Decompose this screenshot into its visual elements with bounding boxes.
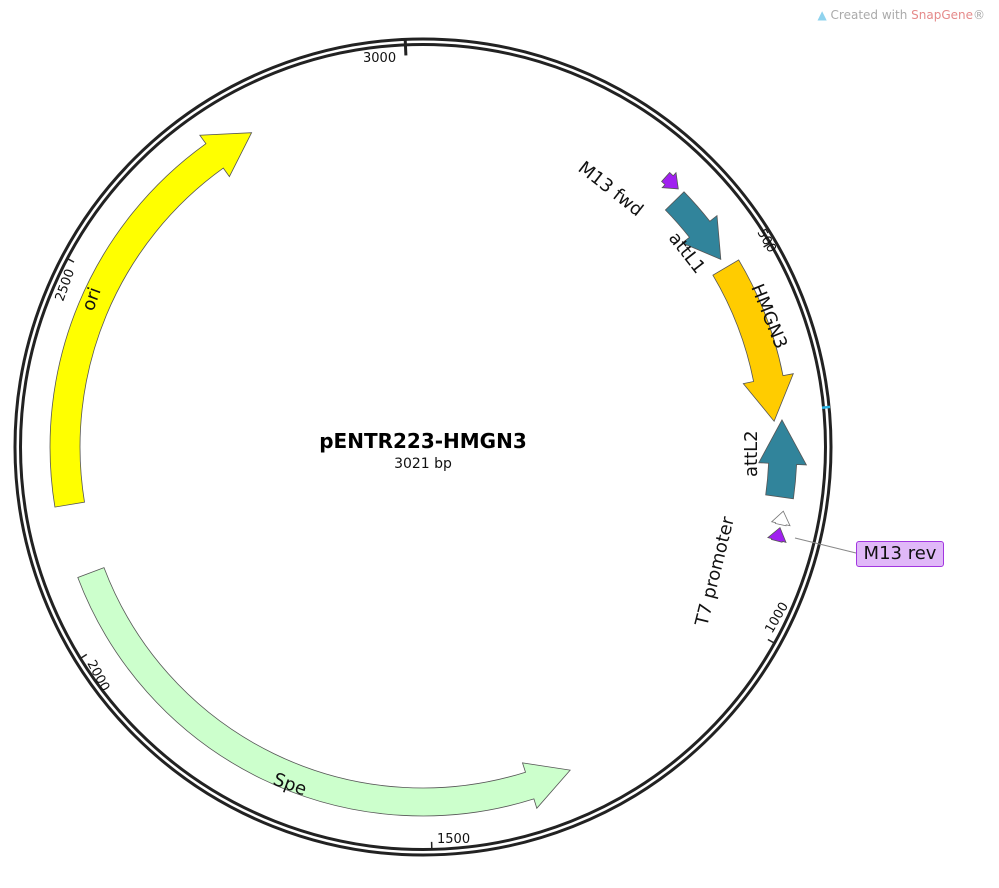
label-attl2[interactable]: attL2 — [741, 430, 762, 477]
plasmid-length: 3021 bp — [394, 456, 452, 472]
credit-prefix: Created with — [830, 8, 912, 22]
feature-spe[interactable] — [77, 567, 571, 817]
feature-m13-rev[interactable] — [767, 526, 787, 543]
feature-hmgn3[interactable] — [712, 259, 794, 422]
tick-label-2000: 2000 — [83, 658, 112, 694]
plasmid-name: pENTR223-HMGN3 — [319, 429, 527, 453]
feature-t7-promoter[interactable] — [770, 510, 791, 527]
plasmid-backbone — [13, 37, 833, 857]
tick-label-1500: 1500 — [437, 832, 470, 847]
backbone-inner-strand — [19, 43, 827, 851]
credit-suffix: ® — [973, 8, 985, 22]
m13-rev-leader-line — [794, 537, 857, 554]
tick-2500 — [67, 258, 75, 263]
site-marker — [821, 405, 831, 409]
tick-label-2500: 2500 — [53, 267, 78, 303]
tick-3000 — [403, 39, 408, 56]
tick-2000 — [80, 653, 88, 659]
label-t7-promoter[interactable]: T7 promoter — [691, 514, 739, 629]
snapgene-credit: ▲ Created with SnapGene® — [818, 8, 986, 22]
label-m13-rev[interactable]: M13 rev — [856, 541, 944, 567]
feature-ori[interactable] — [49, 132, 253, 508]
tick-marks — [67, 39, 831, 849]
feature-attl1[interactable] — [664, 191, 722, 261]
leaf-icon: ▲ — [817, 8, 831, 22]
tick-label-3000: 3000 — [363, 51, 396, 66]
label-m13-fwd[interactable]: M13 fwd — [574, 157, 647, 221]
tick-500 — [763, 242, 771, 248]
tick-1000 — [767, 638, 775, 644]
backbone-outer-strand — [13, 37, 833, 857]
feature-m13-fwd[interactable] — [661, 171, 679, 190]
features — [49, 132, 808, 817]
credit-brand: SnapGene — [911, 8, 973, 22]
feature-attl2[interactable] — [758, 419, 808, 500]
